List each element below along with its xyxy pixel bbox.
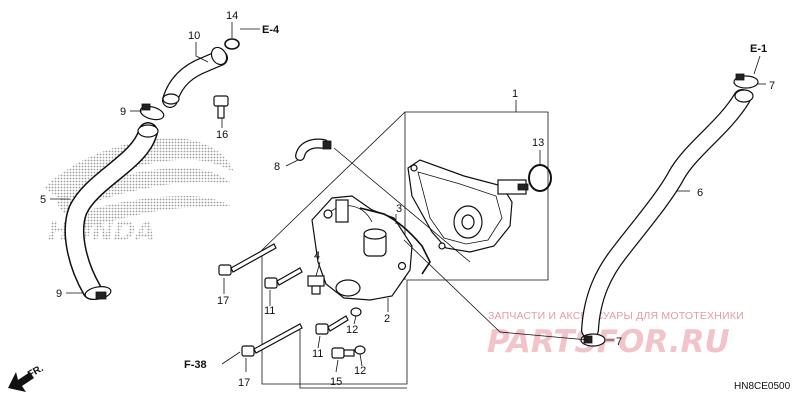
hose-5 [64,122,159,300]
callouts: 1 2 3 4 5 6 7 7 8 9 9 10 11 11 12 12 13 … [40,10,775,389]
clamp-9-upper [139,103,165,121]
bolt-17-upper [218,243,277,276]
ref-e1: E-1 [750,43,767,55]
bolt-11-upper [264,267,303,289]
washer-12-lower [354,345,366,355]
washer-12-upper [350,307,362,317]
callout-5: 5 [40,194,46,206]
callout-11-lower: 11 [312,348,323,360]
callout-7-lower: 7 [616,336,622,348]
diagram-code: HN8CE0500 [734,381,791,392]
front-direction-arrow: FR. [8,363,46,392]
honda-logo-text: HONDA [48,217,155,247]
callout-12-lower: 12 [354,365,366,377]
o-ring-14 [224,38,240,50]
ref-e4: E-4 [262,24,280,36]
callout-3: 3 [396,203,402,215]
gasket-3 [359,207,431,275]
clamp-9-lower [84,286,112,300]
callout-1: 1 [512,88,518,100]
fitting-4 [307,275,325,295]
bolt-11-lower [315,315,349,335]
callout-9-lower: 9 [56,288,62,300]
hose-10 [162,46,228,108]
callout-11-upper: 11 [264,305,275,317]
bolt-17-lower [241,323,303,357]
callout-8: 8 [274,161,280,173]
clamp-7-upper [733,73,759,89]
front-direction-label: FR. [26,363,46,381]
water-pump-cover-2 [311,195,413,301]
callout-17-lower: 17 [238,377,250,389]
leader-lines [50,22,766,373]
bolt-15 [331,347,355,359]
callout-15: 15 [330,376,342,388]
watermark: ЗАПЧАСТИ И АКСЕССУАРЫ ДЛЯ МОТОТЕХНИКИ PA… [487,310,744,360]
watermark-subtitle: ЗАПЧАСТИ И АКСЕССУАРЫ ДЛЯ МОТОТЕХНИКИ [488,310,744,322]
callout-13: 13 [532,137,544,149]
ref-f38: F-38 [184,359,207,371]
bolt-16 [213,95,229,119]
o-ring-13 [528,164,552,192]
assembly-bracket [261,100,549,389]
callout-9-upper: 9 [120,106,126,118]
watermark-brand: PARTSFOR.RU [487,324,730,360]
callout-10: 10 [188,30,200,42]
callout-6: 6 [697,187,703,199]
callout-2: 2 [384,313,390,325]
water-pump-body [407,159,529,253]
clamp-7-lower [580,333,606,347]
callout-12-upper: 12 [346,324,358,336]
callout-14: 14 [226,10,238,22]
callout-17-upper: 17 [217,295,229,307]
callout-16: 16 [216,129,228,141]
hose-6 [581,89,754,339]
hose-8 [295,138,332,161]
callout-7-upper: 7 [769,80,775,92]
callout-4: 4 [314,250,320,262]
